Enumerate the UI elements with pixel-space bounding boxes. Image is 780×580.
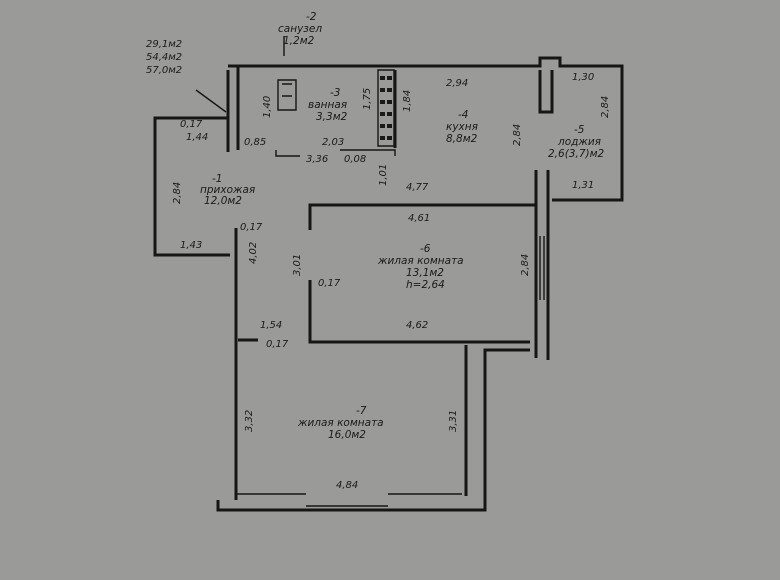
dim-loggia-top: 1,30 — [572, 72, 594, 83]
room-area: 13,1м2 — [406, 267, 444, 279]
wall-loggia-pillar — [538, 70, 554, 114]
room-area: 8,8м2 — [446, 133, 478, 145]
dim-kitchen-depth: 4,77 — [406, 182, 429, 193]
room-label-1: -1 прихожая 12,0м2 — [200, 173, 255, 207]
dim-corridor: 1,01 — [378, 164, 389, 186]
room-number: -3 — [330, 87, 340, 99]
wall-room6-bottom — [238, 280, 530, 344]
dim-bath-height-b: 1,84 — [402, 90, 413, 112]
dim-room6-height: 2,84 — [520, 254, 531, 276]
room-name: ванная — [308, 99, 347, 111]
dim-hall-bottom: 1,43 — [180, 240, 202, 251]
area-living: 29,1м2 — [146, 39, 182, 50]
room-label-6: -6 жилая комната 13,1м2 h=2,64 — [377, 243, 464, 291]
room-area: 1,2м2 — [283, 35, 315, 47]
dim-kitchen-height: 2,84 — [512, 124, 523, 146]
dim-hall-top: 1,44 — [186, 132, 208, 143]
dim-loggia-height: 2,84 — [600, 96, 611, 118]
room-name: кухня — [446, 121, 478, 133]
window-room6 — [539, 236, 545, 300]
room-number: -7 — [356, 405, 367, 417]
room-number: -2 — [306, 11, 317, 23]
dim-door-width: 1,54 — [260, 320, 282, 331]
dim-bath-width: 2,03 — [322, 137, 344, 148]
room-name: лоджия — [557, 136, 601, 148]
bath-cabinet — [377, 69, 395, 147]
dim-wc-height: 1,40 — [262, 96, 273, 118]
dim-room6-wall: 0,17 — [318, 278, 341, 289]
dim-room7-left: 3,32 — [244, 410, 255, 432]
dim-room7-wall: 0,17 — [266, 339, 289, 350]
dim-hall-length: 4,02 — [248, 242, 259, 264]
dim-room7-right: 3,31 — [448, 410, 459, 432]
room-area: 16,0м2 — [328, 429, 366, 441]
dim-room6-bottom: 4,62 — [406, 320, 428, 331]
room-label-7: -7 жилая комната 16,0м2 — [297, 405, 384, 441]
room-label-2: -2 санузел 1,2м2 — [278, 11, 322, 47]
wall-hall-left — [153, 116, 230, 257]
room-label-5: -5 лоджия 2,6(3,7)м2 — [548, 124, 605, 160]
bath-tile-pattern — [380, 76, 392, 140]
wall-bath-bottom — [275, 149, 396, 157]
dim-hall-wall-b: 0,17 — [240, 222, 263, 233]
dim-hall-height: 2,84 — [172, 182, 183, 204]
dim-kitchen-width: 2,94 — [446, 78, 468, 89]
dim-hall-wall-a: 0,17 — [180, 119, 203, 130]
room-name: жилая комната — [297, 417, 384, 429]
wall-room6-top — [308, 203, 536, 230]
room-name: жилая комната — [377, 255, 464, 267]
dim-room6-top: 4,61 — [408, 213, 430, 224]
dim-passage: 3,01 — [292, 254, 303, 276]
room-area: 2,6(3,7)м2 — [548, 148, 605, 160]
room-height: h=2,64 — [406, 279, 445, 291]
room-number: -1 — [212, 173, 222, 185]
room-name: санузел — [278, 23, 322, 35]
dim-bath-depth: 3,36 — [306, 154, 328, 165]
room-name: прихожая — [200, 184, 255, 196]
bath-fixture — [277, 79, 297, 111]
room-number: -6 — [420, 243, 431, 255]
wall-bottom — [216, 348, 530, 512]
area-with-loggia: 57,0м2 — [146, 65, 182, 76]
leader-line — [195, 89, 227, 113]
room-area: 3,3м2 — [316, 111, 348, 123]
room-number: -5 — [574, 124, 585, 136]
dim-loggia-bottom: 1,31 — [572, 180, 594, 191]
room-label-4: -4 кухня 8,8м2 — [446, 109, 478, 145]
room-area: 12,0м2 — [204, 195, 242, 207]
dim-bath-gap: 0,08 — [344, 154, 366, 165]
area-total: 54,4м2 — [146, 52, 182, 63]
wall-right-facade — [534, 170, 550, 360]
dim-entry-width: 0,85 — [244, 137, 266, 148]
room-label-3: -3 ванная 3,3м2 — [308, 87, 348, 123]
room-number: -4 — [458, 109, 468, 121]
dim-bath-height-a: 1,75 — [362, 88, 373, 110]
wall-bottom-inner — [236, 493, 462, 507]
dim-room7-width: 4,84 — [336, 480, 358, 491]
wall-top — [226, 56, 624, 202]
